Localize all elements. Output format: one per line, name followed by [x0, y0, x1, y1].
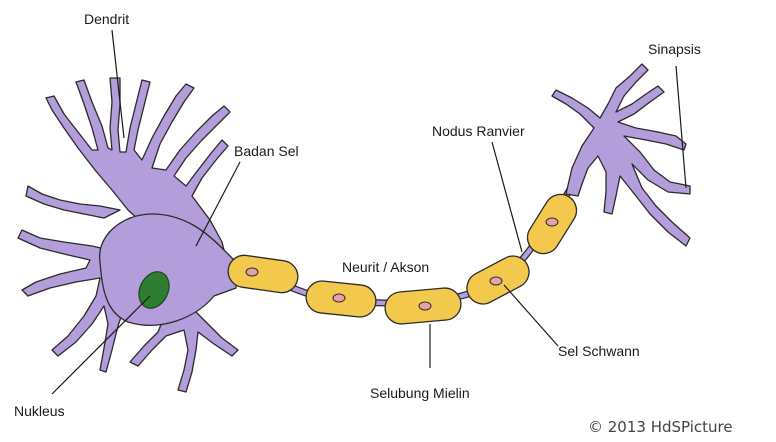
label-dendrit: Dendrit — [84, 11, 129, 27]
leader-nodus-ranvier — [492, 142, 522, 252]
leader-sinapsis — [676, 66, 686, 188]
label-badan-sel: Badan Sel — [234, 143, 299, 159]
leader-sel-schwann — [504, 285, 558, 346]
copyright-credit: © 2013 HdSPicture — [588, 418, 733, 436]
myelin-sheath — [226, 188, 582, 325]
label-nodus-ranvier: Nodus Ranvier — [432, 123, 525, 139]
schwann-nucleus — [490, 277, 502, 285]
schwann-nucleus — [333, 294, 345, 302]
schwann-nucleus — [246, 268, 258, 276]
myelin-segment — [226, 253, 300, 294]
label-sel-schwann: Sel Schwann — [558, 343, 640, 359]
label-nukleus: Nukleus — [14, 403, 65, 419]
schwann-nucleus — [546, 218, 558, 226]
label-sinapsis: Sinapsis — [648, 41, 701, 57]
schwann-nucleus — [419, 302, 431, 310]
upper-left-dendrites — [26, 186, 120, 218]
label-neurit-akson: Neurit / Akson — [342, 259, 429, 275]
label-selubung-mielin: Selubung Mielin — [370, 385, 470, 401]
